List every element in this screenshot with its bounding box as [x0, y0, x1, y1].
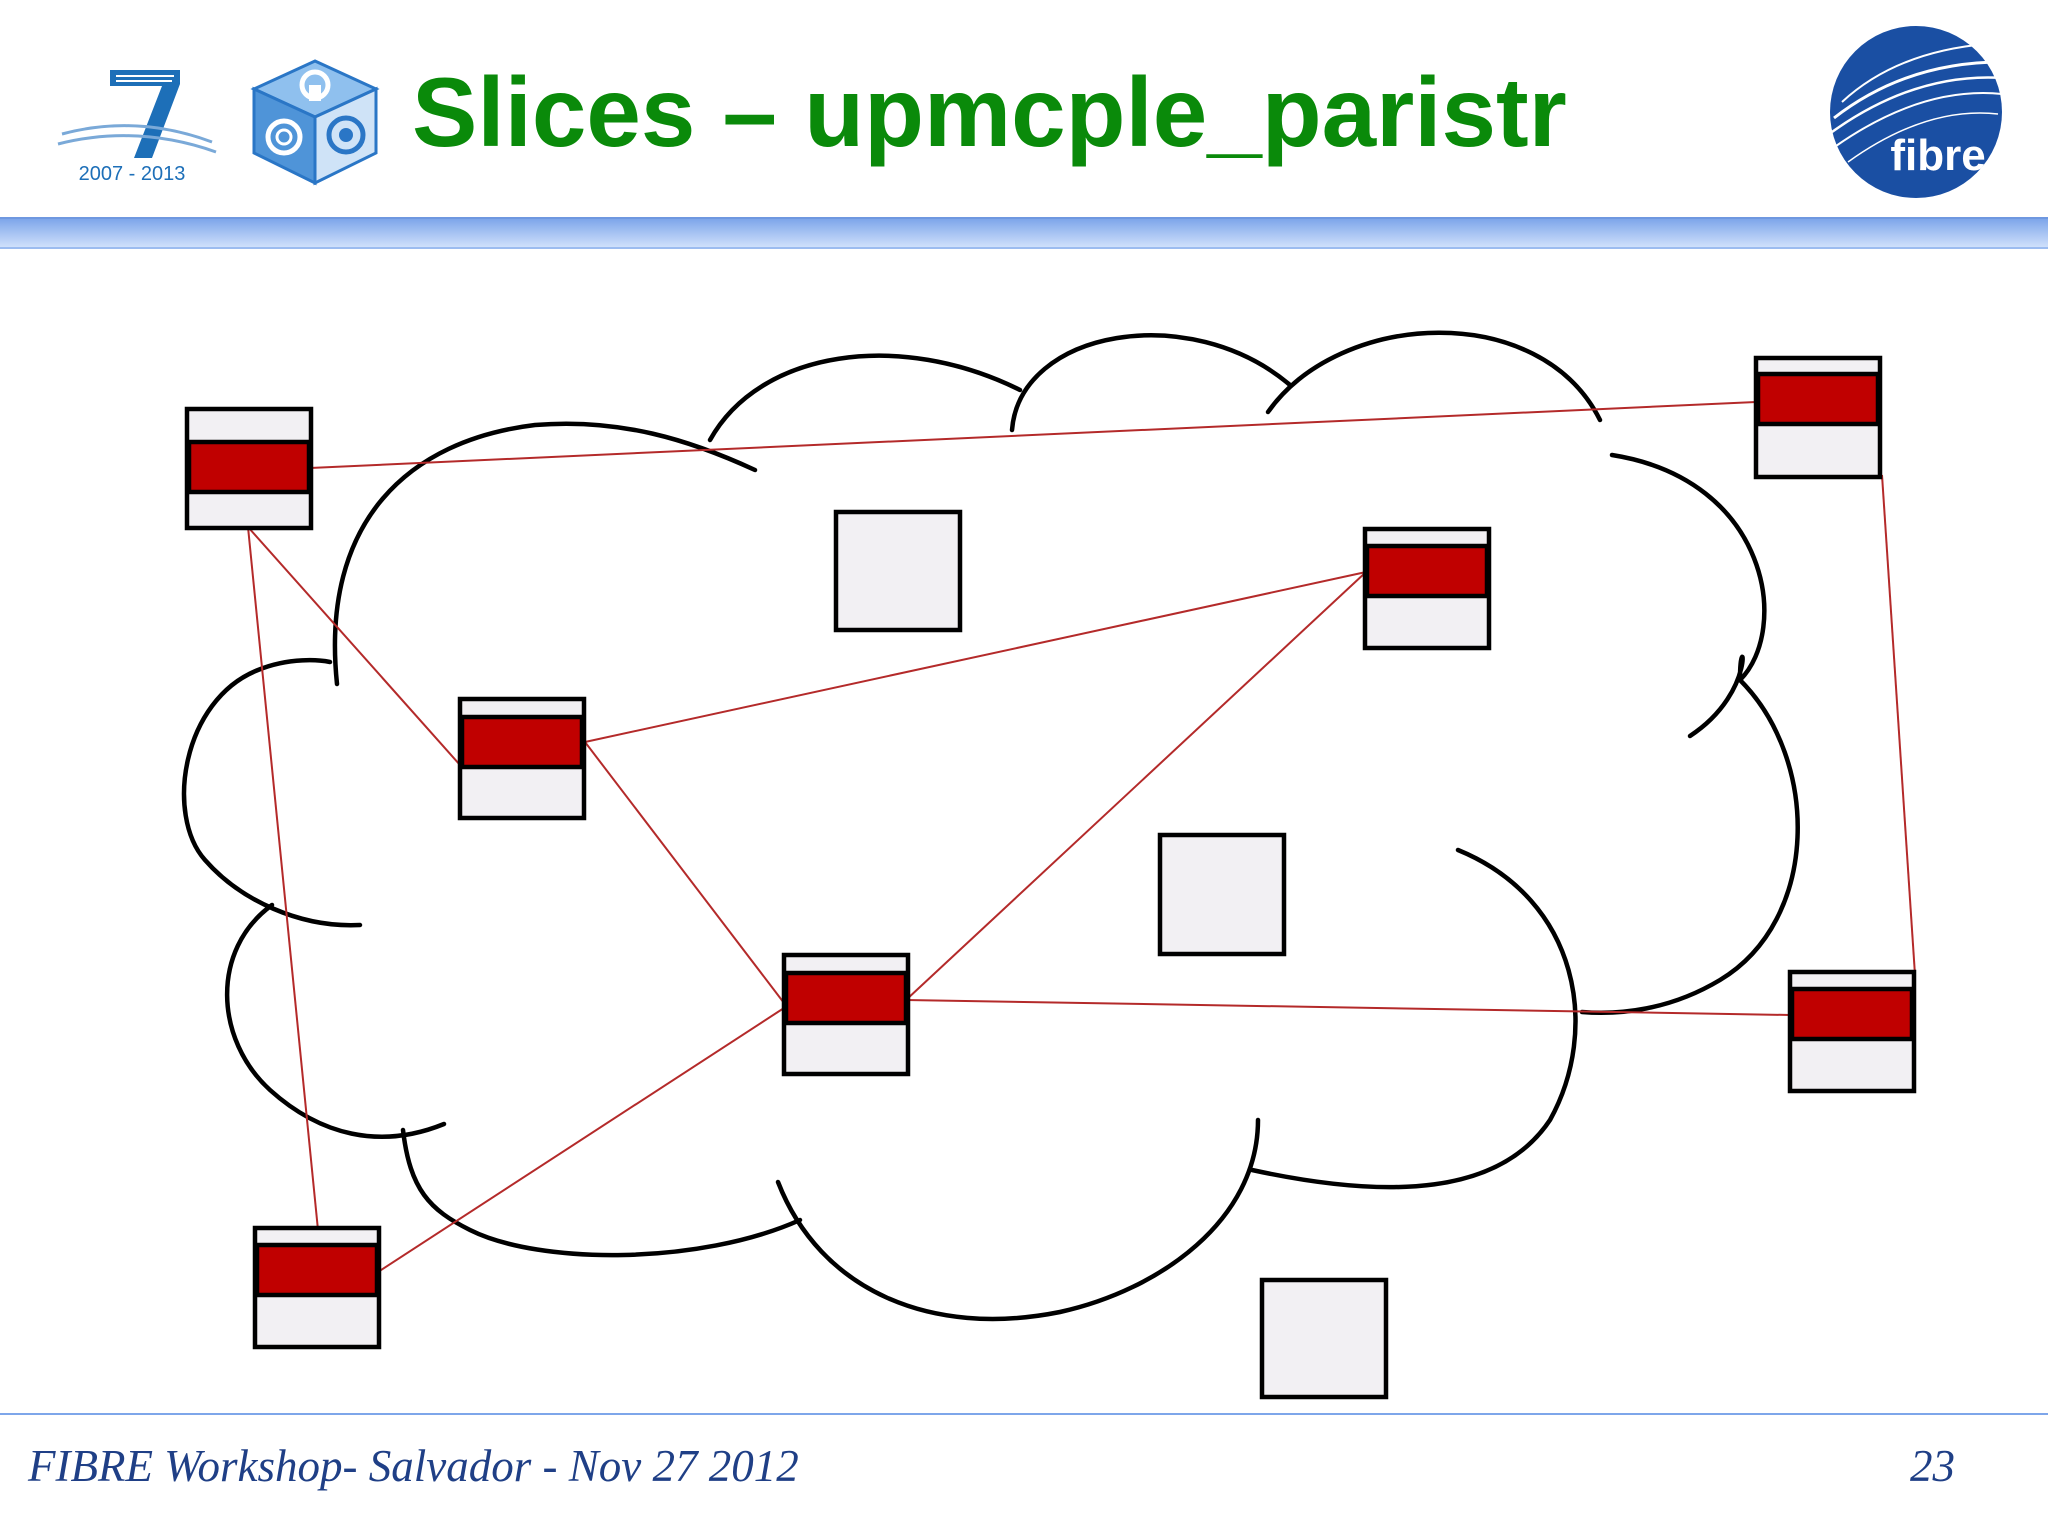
- slice-links: [247, 401, 1916, 1273]
- slice-link: [584, 571, 1367, 743]
- footer-text: FIBRE Workshop- Salvador - Nov 27 2012: [28, 1441, 799, 1491]
- slice-node[interactable]: [1787, 969, 1917, 1094]
- openlab-cube-icon: [250, 59, 380, 186]
- slice-node[interactable]: [1753, 355, 1883, 480]
- slide-title: Slices – upmcple_paristr: [412, 57, 1567, 167]
- slice-node[interactable]: [457, 696, 587, 821]
- slice-link: [1881, 474, 1916, 976]
- slice-link: [247, 526, 461, 766]
- plain-node[interactable]: [833, 509, 963, 633]
- slice-node[interactable]: [1362, 526, 1492, 651]
- slice-node[interactable]: [184, 406, 314, 531]
- slice-node[interactable]: [781, 952, 911, 1077]
- slice-link: [247, 526, 319, 1231]
- slice-link: [309, 401, 1757, 469]
- slice-nodes: [184, 355, 1917, 1350]
- slice-link: [377, 1007, 785, 1273]
- footer-rule: [0, 1413, 2048, 1415]
- network-cloud: [181, 330, 1800, 1322]
- slice-link: [905, 571, 1367, 1001]
- plain-node[interactable]: [1259, 1277, 1389, 1400]
- slice-link: [905, 999, 1791, 1016]
- fibre-logo: fibre: [1830, 26, 2005, 198]
- plain-nodes: [833, 509, 1389, 1400]
- slice-node[interactable]: [252, 1225, 382, 1350]
- fp7-years-label: 2007 - 2013: [79, 163, 186, 185]
- title-band: [0, 217, 2048, 249]
- plain-node[interactable]: [1157, 832, 1287, 957]
- slice-link: [584, 741, 785, 1004]
- fp7-logo: 2007 - 2013: [57, 70, 217, 185]
- cube-logo: [250, 59, 380, 186]
- fp7-seven-icon: [57, 70, 217, 158]
- fibre-globe-icon: [1830, 26, 2005, 198]
- fibre-logo-label: fibre: [1890, 131, 1985, 180]
- page-number: 23: [1910, 1441, 1955, 1491]
